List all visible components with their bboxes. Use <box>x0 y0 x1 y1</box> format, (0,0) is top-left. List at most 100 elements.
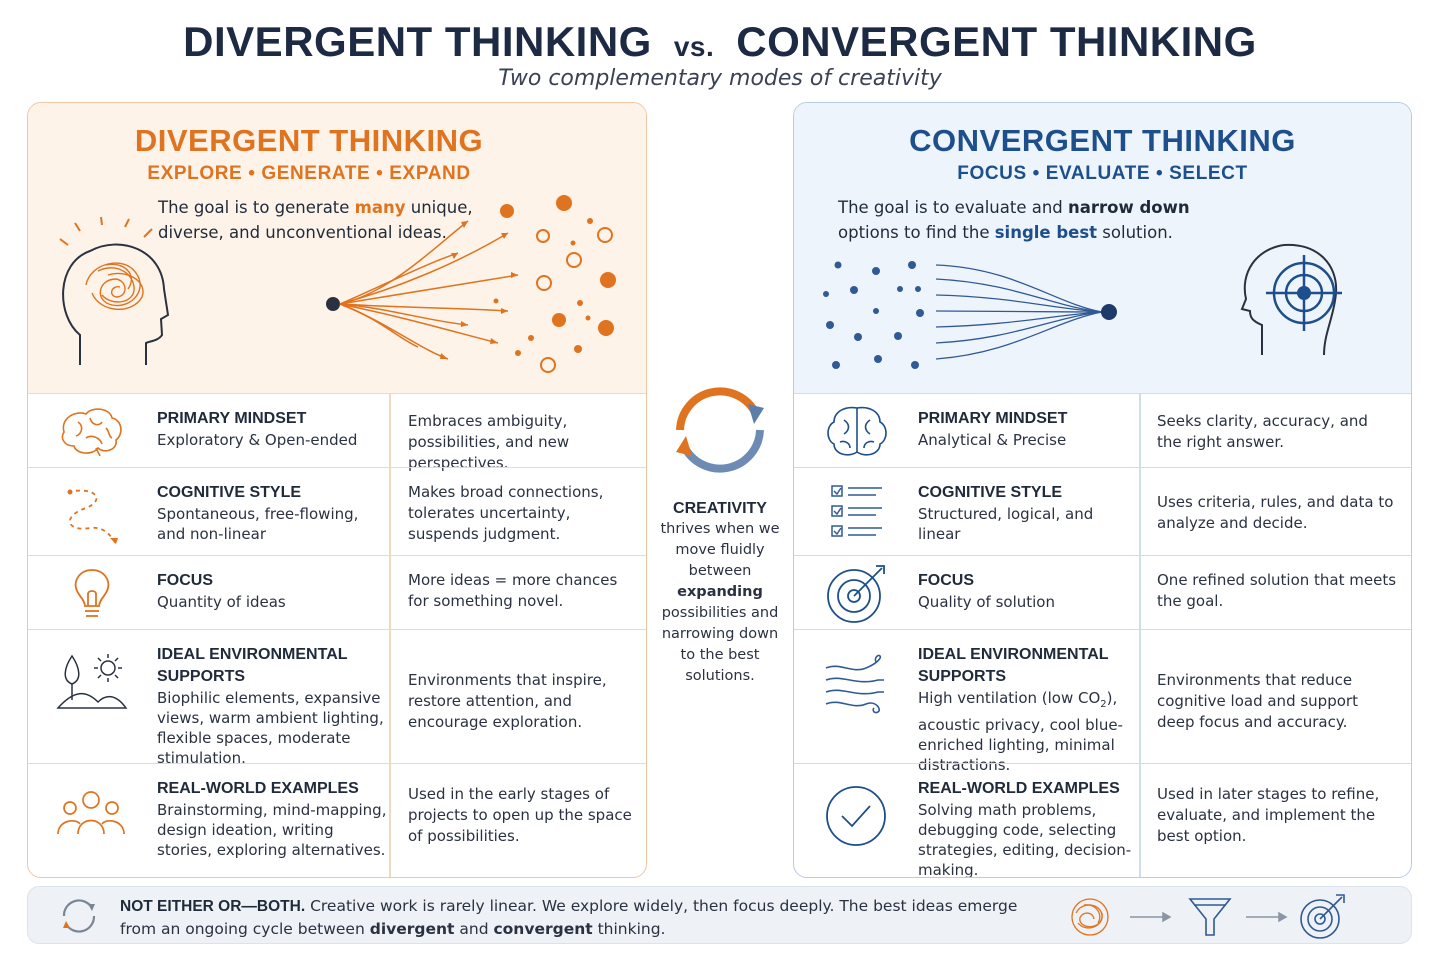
desc-part: High ventilation (low CO <box>918 689 1101 707</box>
checkmark-circle-icon <box>826 786 886 846</box>
column-divider <box>1139 556 1141 629</box>
convergent-title: CONVERGENT THINKING <box>909 123 1296 158</box>
divergent-goal: The goal is to generate many unique, div… <box>158 195 478 245</box>
row-detail: Environments that inspire, restore atten… <box>408 671 607 731</box>
footer-text: NOT EITHER OR—BOTH. Creative work is rar… <box>120 895 1020 940</box>
head-tangle-icon <box>62 243 170 365</box>
divergent-row-environment: IDEAL ENVIRONMENTAL SUPPORTS Biophilic e… <box>28 629 646 767</box>
goal-highlight: single best <box>994 223 1098 242</box>
row-detail: Uses criteria, rules, and data to analyz… <box>1157 493 1394 532</box>
column-divider <box>389 630 391 763</box>
footer-bold: divergent <box>369 920 455 938</box>
row-label: FOCUS <box>918 572 974 589</box>
footer-banner: NOT EITHER OR—BOTH. Creative work is rar… <box>27 886 1412 944</box>
column-divider <box>389 394 391 467</box>
airflow-icon <box>825 654 884 714</box>
nature-landscape-icon <box>56 654 128 709</box>
idea-dots <box>493 195 616 373</box>
checklist-icon <box>831 485 882 537</box>
row-detail: More ideas = more chances for something … <box>408 571 618 610</box>
row-text: PRIMARY MINDSET Analytical & Precise <box>918 408 1133 450</box>
scattered-dots <box>823 261 924 369</box>
goal-text: The goal is to generate <box>158 198 355 217</box>
footer-flow <box>1071 894 1345 939</box>
spark-lines-icon <box>59 216 153 246</box>
cycle-arrows-icon <box>62 899 96 933</box>
footer-bold: convergent <box>493 920 593 938</box>
row-text: IDEAL ENVIRONMENTAL SUPPORTS High ventil… <box>918 644 1133 775</box>
row-label: COGNITIVE STYLE <box>918 484 1063 501</box>
column-divider <box>1139 394 1141 467</box>
divergent-row-mindset: PRIMARY MINDSET Exploratory & Open-ended… <box>28 393 646 472</box>
row-detail: Embraces ambiguity, possibilities, and n… <box>408 412 570 472</box>
row-detail: Seeks clarity, accuracy, and the right a… <box>1157 412 1368 451</box>
footer-part: Creative work is rarely linear. We explo… <box>120 897 1018 938</box>
title-left: DIVERGENT THINKING <box>183 18 652 65</box>
divergent-row-examples: REAL-WORLD EXAMPLES Brainstorming, mind-… <box>28 763 646 877</box>
squiggle-path-icon <box>67 489 118 545</box>
people-group-icon <box>57 791 125 835</box>
goal-highlight: many <box>354 198 406 217</box>
target-dot <box>1101 304 1117 320</box>
center-message: CREATIVITY thrives when we move fluidly … <box>656 498 784 687</box>
brain-icon <box>827 406 887 456</box>
convergent-row-mindset: PRIMARY MINDSET Analytical & Precise See… <box>794 393 1411 467</box>
row-text: FOCUS Quality of solution <box>918 570 1133 612</box>
divergent-row-cognitive: COGNITIVE STYLE Spontaneous, free-flowin… <box>28 467 646 555</box>
main-title: DIVERGENT THINKING vs. CONVERGENT THINKING <box>0 18 1440 66</box>
row-label: REAL-WORLD EXAMPLES <box>157 780 359 797</box>
convergent-tagline: FOCUS • EVALUATE • SELECT <box>957 163 1248 184</box>
lightbulb-icon <box>74 569 110 617</box>
convergent-goal: The goal is to evaluate and narrow down … <box>838 195 1198 245</box>
convergent-row-focus: FOCUS Quality of solution One refined so… <box>794 555 1411 629</box>
row-desc: Spontaneous, free-flowing, and non-linea… <box>157 505 359 543</box>
row-desc: Solving math problems, debugging code, s… <box>918 801 1132 878</box>
footer-part: and <box>454 920 494 938</box>
title-right: CONVERGENT THINKING <box>736 18 1257 65</box>
convergent-panel: CONVERGENT THINKING FOCUS • EVALUATE • S… <box>793 102 1412 878</box>
goal-text: options to find the <box>838 223 995 242</box>
row-text: COGNITIVE STYLE Spontaneous, free-flowin… <box>157 482 389 544</box>
footer-lead: NOT EITHER OR—BOTH. <box>120 898 306 915</box>
desc-subscript: 2 <box>1100 699 1107 710</box>
desc-part: ), acoustic privacy, cool blue-enriched … <box>918 689 1123 774</box>
column-divider <box>1139 630 1141 763</box>
spreading-arrows <box>339 220 519 360</box>
converging-lines <box>935 264 1103 360</box>
row-detail: One refined solution that meets the goal… <box>1157 571 1397 610</box>
funnel-icon <box>1188 898 1232 936</box>
divergent-illustration <box>59 195 616 373</box>
center-bold: expanding <box>677 584 763 600</box>
row-text: IDEAL ENVIRONMENTAL SUPPORTS Biophilic e… <box>157 644 389 768</box>
flow-arrow-icon <box>1130 911 1172 923</box>
row-label: COGNITIVE STYLE <box>157 484 302 501</box>
center-text: possibilities and narrowing down to the … <box>661 605 779 684</box>
row-label: PRIMARY MINDSET <box>918 410 1068 427</box>
row-desc: Quantity of ideas <box>157 593 286 611</box>
arrow-heads <box>440 221 518 359</box>
row-label: IDEAL ENVIRONMENTAL SUPPORTS <box>918 646 1109 685</box>
divergent-row-focus: FOCUS Quantity of ideas More ideas = mor… <box>28 555 646 629</box>
row-text: COGNITIVE STYLE Structured, logical, and… <box>918 482 1133 544</box>
column-divider <box>389 764 391 877</box>
divergent-hero: DIVERGENT THINKING EXPLORE • GENERATE • … <box>28 103 646 393</box>
divergent-panel: DIVERGENT THINKING EXPLORE • GENERATE • … <box>27 102 647 878</box>
convergent-illustration <box>823 243 1342 369</box>
row-text: PRIMARY MINDSET Exploratory & Open-ended <box>157 408 389 450</box>
column-divider <box>1139 764 1141 877</box>
row-desc: High ventilation (low CO2), acoustic pri… <box>918 688 1133 775</box>
subtitle: Two complementary modes of creativity <box>498 66 942 91</box>
convergent-row-environment: IDEAL ENVIRONMENTAL SUPPORTS High ventil… <box>794 629 1411 774</box>
row-label: FOCUS <box>157 572 213 589</box>
center-title: CREATIVITY <box>673 500 767 517</box>
divergent-title: DIVERGENT THINKING <box>134 123 484 158</box>
convergent-row-cognitive: COGNITIVE STYLE Structured, logical, and… <box>794 467 1411 555</box>
row-detail: Used in the early stages of projects to … <box>408 785 632 845</box>
tangle-icon <box>85 262 144 311</box>
convergent-row-examples: REAL-WORLD EXAMPLES Solving math problem… <box>794 763 1411 878</box>
row-desc: Structured, logical, and linear <box>918 505 1094 543</box>
title-vs: vs. <box>673 31 715 62</box>
divergent-tagline: EXPLORE • GENERATE • EXPAND <box>147 163 471 184</box>
brain-icon <box>61 408 122 457</box>
column-divider <box>389 468 391 555</box>
